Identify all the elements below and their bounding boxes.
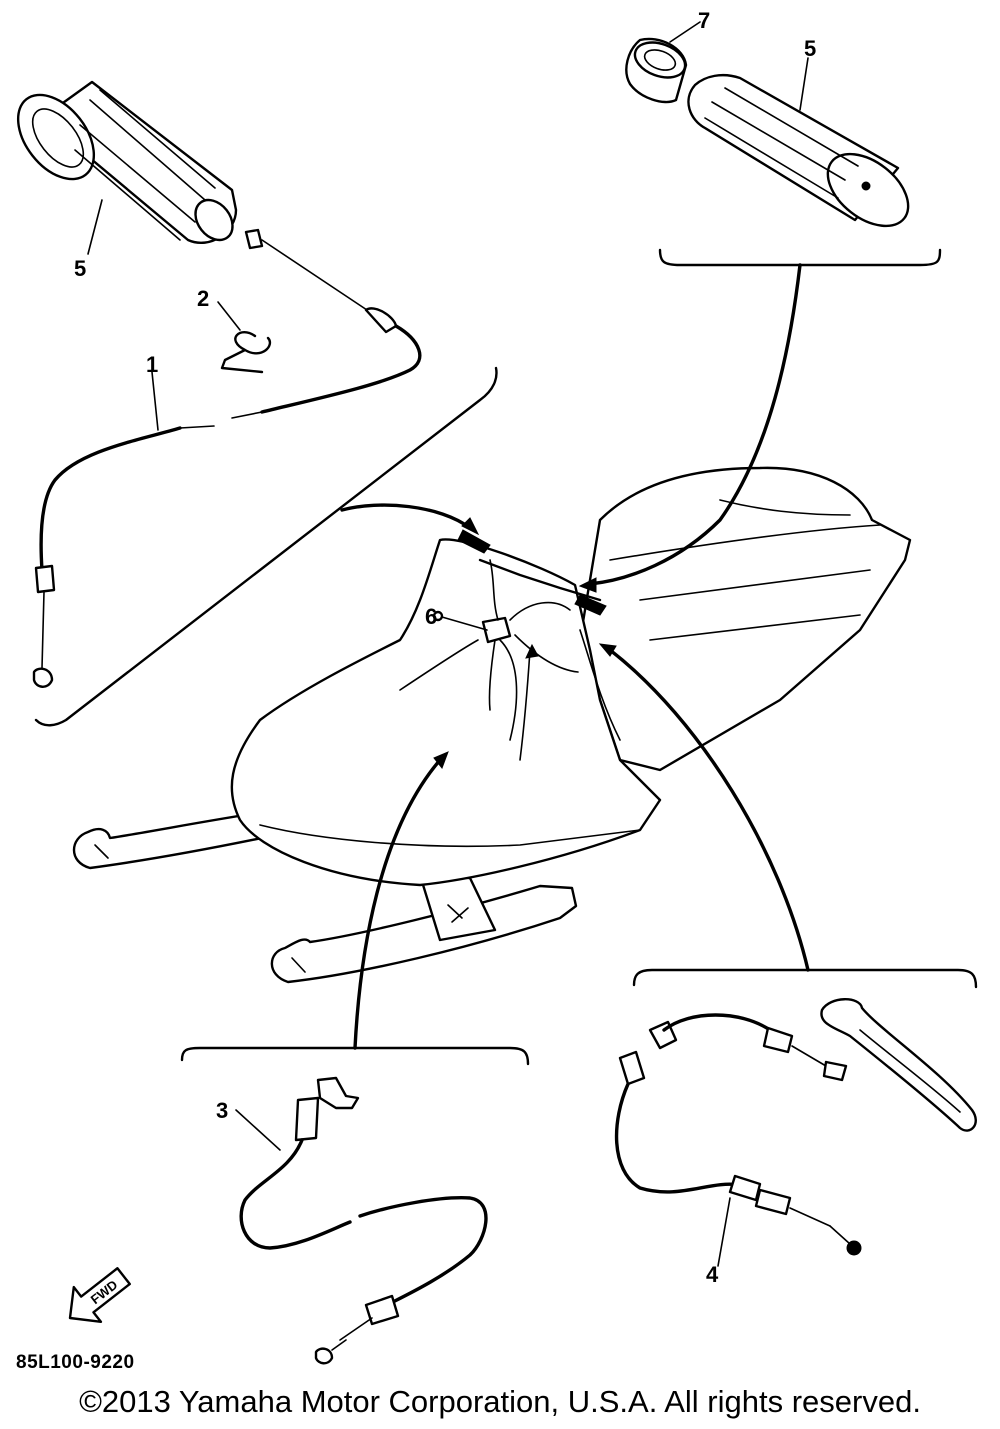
hood (230, 538, 662, 887)
callout-6: 6 (425, 604, 437, 629)
brake-lever (820, 998, 977, 1132)
throttle-cable (32, 228, 422, 688)
ring-7 (625, 37, 688, 104)
callout-4: 4 (706, 1262, 719, 1287)
bracket-right-top (658, 248, 942, 267)
leader-arrows (340, 263, 810, 1050)
seat (578, 466, 912, 772)
bracket-bottom-right (632, 968, 978, 989)
clip-2 (220, 330, 271, 374)
callout-7: 7 (698, 8, 710, 33)
fwd-arrow: FWD (68, 1267, 131, 1323)
callout-2: 2 (197, 286, 209, 311)
snowmobile (72, 466, 912, 984)
callouts: 1 2 3 4 5 5 6 7 (74, 8, 816, 1287)
choke-cable (239, 1076, 488, 1365)
right-ski (270, 884, 578, 984)
brake-cable-lever (614, 998, 977, 1256)
callout-1: 1 (146, 352, 158, 377)
grip-left (16, 80, 238, 244)
callout-5-right: 5 (804, 36, 816, 61)
copyright-notice: ©2013 Yamaha Motor Corporation, U.S.A. A… (79, 1384, 921, 1419)
callout-leaders (87, 21, 809, 1267)
callout-5-left: 5 (74, 256, 86, 281)
grip-right (687, 74, 910, 228)
bracket-left-diagonal (34, 366, 498, 727)
part-code: 85L100-9220 (16, 1352, 135, 1373)
callout-3: 3 (216, 1098, 228, 1123)
bracket-bottom-left (180, 1046, 530, 1066)
